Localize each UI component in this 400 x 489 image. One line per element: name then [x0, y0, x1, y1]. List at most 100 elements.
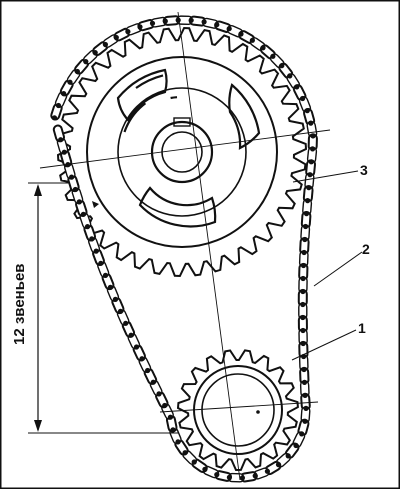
- chain-link-pin: [170, 427, 176, 433]
- crank-sprocket-bore: [201, 373, 275, 447]
- callout-2-chain: 2: [362, 241, 370, 257]
- chain-link-pin: [301, 366, 307, 373]
- chain-link-pin: [80, 211, 86, 217]
- chain-link-pin: [102, 41, 108, 48]
- chain-link-pin: [214, 472, 220, 478]
- timing-chain: [50, 15, 318, 483]
- chain-link-pin: [58, 137, 64, 143]
- chain-link-pin: [300, 327, 306, 334]
- chain-link-pin: [300, 262, 307, 269]
- chain-link-pin: [214, 22, 220, 28]
- center-lines: [39, 11, 331, 481]
- chain-link-pin: [139, 356, 145, 362]
- chain-link-pin: [308, 159, 314, 165]
- chain-link-pin: [226, 474, 232, 480]
- chain-link-pin: [260, 45, 266, 51]
- dimension-arrow-bottom: [34, 420, 42, 432]
- callout-1-crank-sprocket: 1: [358, 320, 366, 336]
- chain-link-pin: [162, 18, 168, 24]
- chain-link-pin: [302, 418, 308, 424]
- callouts: 3 2 1: [291, 162, 370, 361]
- chain-link-pin: [300, 340, 306, 347]
- cam-slot-upper: [116, 68, 168, 122]
- chain-link-pin: [307, 172, 313, 178]
- chain-link-pin: [302, 236, 308, 243]
- chain-link-pin: [175, 17, 181, 23]
- chain-link-pin: [149, 20, 156, 26]
- chain-link-pin: [137, 24, 143, 30]
- chain-link-pin: [226, 26, 232, 32]
- chain-link-pin: [306, 185, 312, 191]
- chain-link-pin: [299, 431, 305, 437]
- chain-link-pin: [310, 146, 316, 152]
- chain-link-pin: [133, 344, 140, 350]
- chain-link-pin: [202, 466, 208, 472]
- chain-link-pin: [67, 79, 73, 85]
- chain-link-pin: [303, 211, 310, 217]
- chain-link-pin: [300, 314, 306, 321]
- dimension-arrow-top: [34, 184, 42, 196]
- chain-link-pin: [305, 198, 311, 204]
- chain-link-pin: [304, 108, 310, 114]
- chain-link-pin: [89, 236, 95, 242]
- chain-link-pin: [128, 332, 134, 338]
- chain-link-pin: [302, 392, 308, 398]
- chain-link-pin: [74, 68, 80, 75]
- chain-link-pin: [102, 272, 109, 278]
- chain-link-pin: [61, 149, 67, 155]
- chain-link-pin: [92, 50, 98, 56]
- chain-link-pin: [55, 102, 62, 109]
- chain-link-pin: [167, 414, 173, 420]
- chain-link-pin: [300, 288, 306, 295]
- centerline-vertical: [177, 11, 241, 481]
- cam-sprocket-teeth: [56, 26, 308, 278]
- chain-link-pin: [188, 17, 194, 23]
- chain-link-pin: [72, 186, 78, 193]
- rotation-arrow-icon: [92, 201, 99, 208]
- chain-link-pin: [150, 379, 156, 385]
- chain-link-pin: [123, 320, 129, 326]
- chain-link-pin: [156, 391, 162, 397]
- chain-link-pin: [310, 133, 316, 139]
- crank-sprocket: [176, 349, 299, 472]
- chain-link-pin: [294, 84, 300, 90]
- cam-sprocket-inner-ring: [117, 87, 247, 217]
- chain-link-pin: [300, 301, 306, 308]
- chain-link-pin: [113, 34, 119, 41]
- cam-sprocket-hub: [150, 120, 214, 184]
- dimension-12-links: 12 звеньев: [11, 182, 178, 434]
- leader-3: [292, 170, 359, 183]
- chain-link-pin: [117, 308, 124, 314]
- chain-link-pin: [93, 248, 99, 254]
- chain-link-pin: [303, 405, 309, 411]
- dimension-label: 12 звеньев: [11, 263, 28, 345]
- chain-link-pin: [300, 275, 306, 282]
- chain-link-pin: [175, 439, 181, 445]
- chain-link-pin: [145, 367, 151, 374]
- centerline-crank-horizontal: [159, 401, 319, 413]
- chain-link-pin: [201, 19, 207, 25]
- chain-link-pin: [300, 95, 306, 102]
- cam-sprocket-bore: [161, 131, 203, 173]
- chain-link-pin: [84, 224, 91, 230]
- chain-link-pin: [279, 63, 285, 69]
- chain-link-pin: [51, 115, 58, 121]
- chain-link-pin: [308, 120, 314, 126]
- chain-link-pin: [61, 91, 67, 97]
- chain-link-pin: [162, 402, 168, 409]
- chain-link-pin: [285, 453, 291, 459]
- cam-slot-right: [228, 83, 261, 150]
- centerline-cam-horizontal: [39, 129, 331, 169]
- cam-sprocket-face-rim: [86, 56, 278, 248]
- crank-sprocket-rim: [193, 365, 283, 455]
- cam-keyway: [173, 117, 191, 127]
- chain-link-pin: [252, 473, 258, 479]
- leader-1: [291, 329, 357, 361]
- chain-link-pin: [264, 468, 270, 474]
- chain-link-pin: [125, 29, 131, 35]
- chain-link-pin: [69, 174, 75, 180]
- chain-link-pin: [239, 475, 245, 481]
- crank-sprocket-teeth: [176, 349, 299, 472]
